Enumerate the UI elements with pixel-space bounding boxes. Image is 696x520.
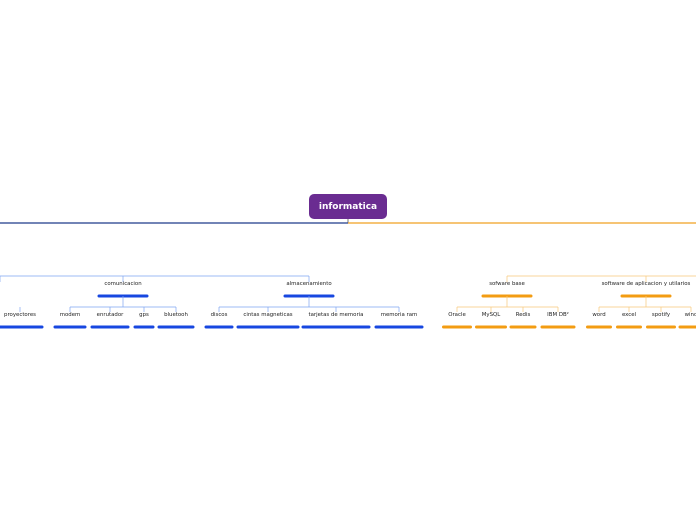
topic-mysql[interactable]: MySQL xyxy=(481,312,501,318)
subtopic-sofware-base[interactable]: sofware base xyxy=(489,281,525,287)
topic-proyectores[interactable]: proyectores xyxy=(4,312,36,318)
topic-memoria-ram[interactable]: memoria ram xyxy=(380,312,418,318)
central-topic-informatica[interactable]: informatica xyxy=(309,194,387,219)
subtopic-almacenamiento[interactable]: almacenamiento xyxy=(286,281,332,287)
subtopic-comunicacion[interactable]: comunicacion xyxy=(104,281,142,287)
topic-spotify[interactable]: spotify xyxy=(651,312,671,318)
topic-redis[interactable]: Redis xyxy=(515,312,531,318)
topic-modem[interactable]: modem xyxy=(59,312,81,318)
topic-ibm-db[interactable]: IBM DB² xyxy=(547,312,569,318)
topic-enrutador[interactable]: enrutador xyxy=(96,312,124,318)
topic-cintas-magneticas[interactable]: cintas magneticas xyxy=(243,312,293,318)
topic-tarjetas-de-memoria[interactable]: tarjetas de memoria xyxy=(308,312,364,318)
topic-excel[interactable]: excel xyxy=(621,312,637,318)
topic-wind[interactable]: wind xyxy=(684,312,696,318)
subtopic-software-de-aplicacion-y-utilarios[interactable]: software de aplicacion y utilarios xyxy=(601,281,691,287)
topic-gps[interactable]: gps xyxy=(139,312,149,318)
topic-discos[interactable]: discos xyxy=(210,312,228,318)
topic-bluetooh[interactable]: bluetooh xyxy=(164,312,188,318)
topic-oracle[interactable]: Oracle xyxy=(448,312,466,318)
topic-word[interactable]: word xyxy=(592,312,606,318)
